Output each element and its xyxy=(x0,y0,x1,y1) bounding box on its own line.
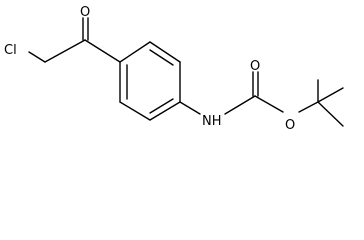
bond-carbonyl-oester xyxy=(254,95,284,113)
atom-label-ester-oxygen: O xyxy=(285,118,295,133)
structural-formula: Cl O NH O O xyxy=(4,5,344,133)
atom-label-carbonyl-oxygen: O xyxy=(250,59,260,74)
atom-label-chlorine: Cl xyxy=(4,43,17,58)
atom-label-ketone-oxygen: O xyxy=(80,5,90,20)
bond-ring-inner-2 xyxy=(149,98,174,114)
bond-ring-2 xyxy=(149,41,181,63)
bond-oester-cquat xyxy=(298,101,319,113)
bond-ring-5 xyxy=(119,101,151,121)
bond-nh-carbonyl xyxy=(224,95,256,115)
atom-label-amine: NH xyxy=(202,114,222,129)
bond-ring-inner-1 xyxy=(149,49,174,66)
bond-ch2-carbonyl xyxy=(44,39,86,63)
bond-tbu-methyl-right xyxy=(317,87,344,103)
bond-cl-ch2 xyxy=(28,51,46,63)
bond-ring-4 xyxy=(149,101,181,121)
bond-carbonyl-ring xyxy=(84,39,121,63)
bond-ring-nh xyxy=(179,101,201,115)
bond-ring-1 xyxy=(119,41,151,63)
bond-tbu-methyl-down xyxy=(317,101,344,127)
